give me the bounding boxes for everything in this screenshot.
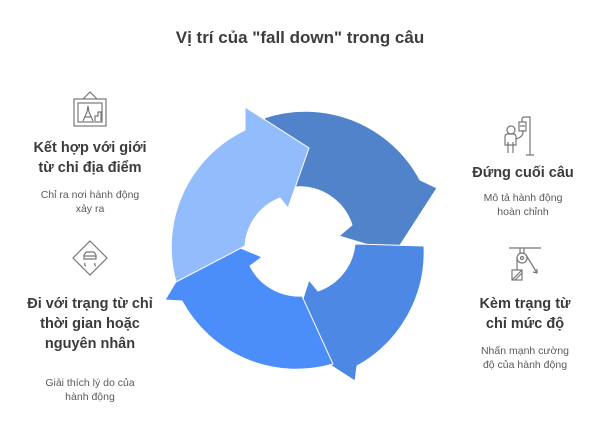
item-description-line: xảy ra — [75, 203, 105, 215]
item-description-line: độ của hành động — [482, 359, 568, 371]
item-top-right: Đứng cuối câu Mô tả hành động hoàn chỉnh — [448, 115, 598, 219]
item-top-left: Kết hợp với giới từ chỉ địa điểm Chỉ ra … — [15, 90, 165, 216]
item-heading-line: Đi với trạng từ chỉ — [27, 296, 153, 312]
item-heading-line: Kèm trạng từ — [479, 296, 571, 312]
item-heading-line: nguyên nhân — [44, 336, 136, 352]
diagram-title: Vị trí của "fall down" trong câu — [175, 28, 425, 47]
item-description-line: Chỉ ra nơi hành động — [40, 189, 140, 201]
patient-iv-drip-icon — [504, 116, 534, 156]
item-bottom-left: Đi với trạng từ chỉ thời gian hoặc nguyê… — [5, 238, 175, 404]
item-heading-line: Đứng cuối câu — [472, 165, 574, 181]
item-description-line: Giải thích lý do của — [45, 377, 135, 389]
item-heading-line: thời gian hoặc — [40, 316, 140, 332]
item-heading-line: từ chỉ địa điểm — [38, 160, 142, 176]
item-description-line: hoàn chỉnh — [497, 206, 549, 218]
cycle-segment-bottom-left — [164, 232, 334, 370]
cycle-segment-top-left — [170, 106, 310, 283]
slippery-road-sign-icon — [72, 240, 108, 276]
item-description-line: Mô tả hành động — [483, 192, 563, 204]
item-heading-line: Kết hợp với giới — [33, 140, 147, 156]
item-bottom-right: Kèm trạng từ chỉ mức độ Nhấn mạnh cường … — [455, 246, 595, 372]
picture-frame-icon — [73, 91, 107, 127]
item-description-line: Nhấn mạnh cường — [480, 345, 570, 357]
pulley-weight-icon — [509, 247, 541, 281]
item-description-line: hành động — [65, 391, 115, 403]
item-heading-line: chỉ mức độ — [485, 316, 565, 332]
